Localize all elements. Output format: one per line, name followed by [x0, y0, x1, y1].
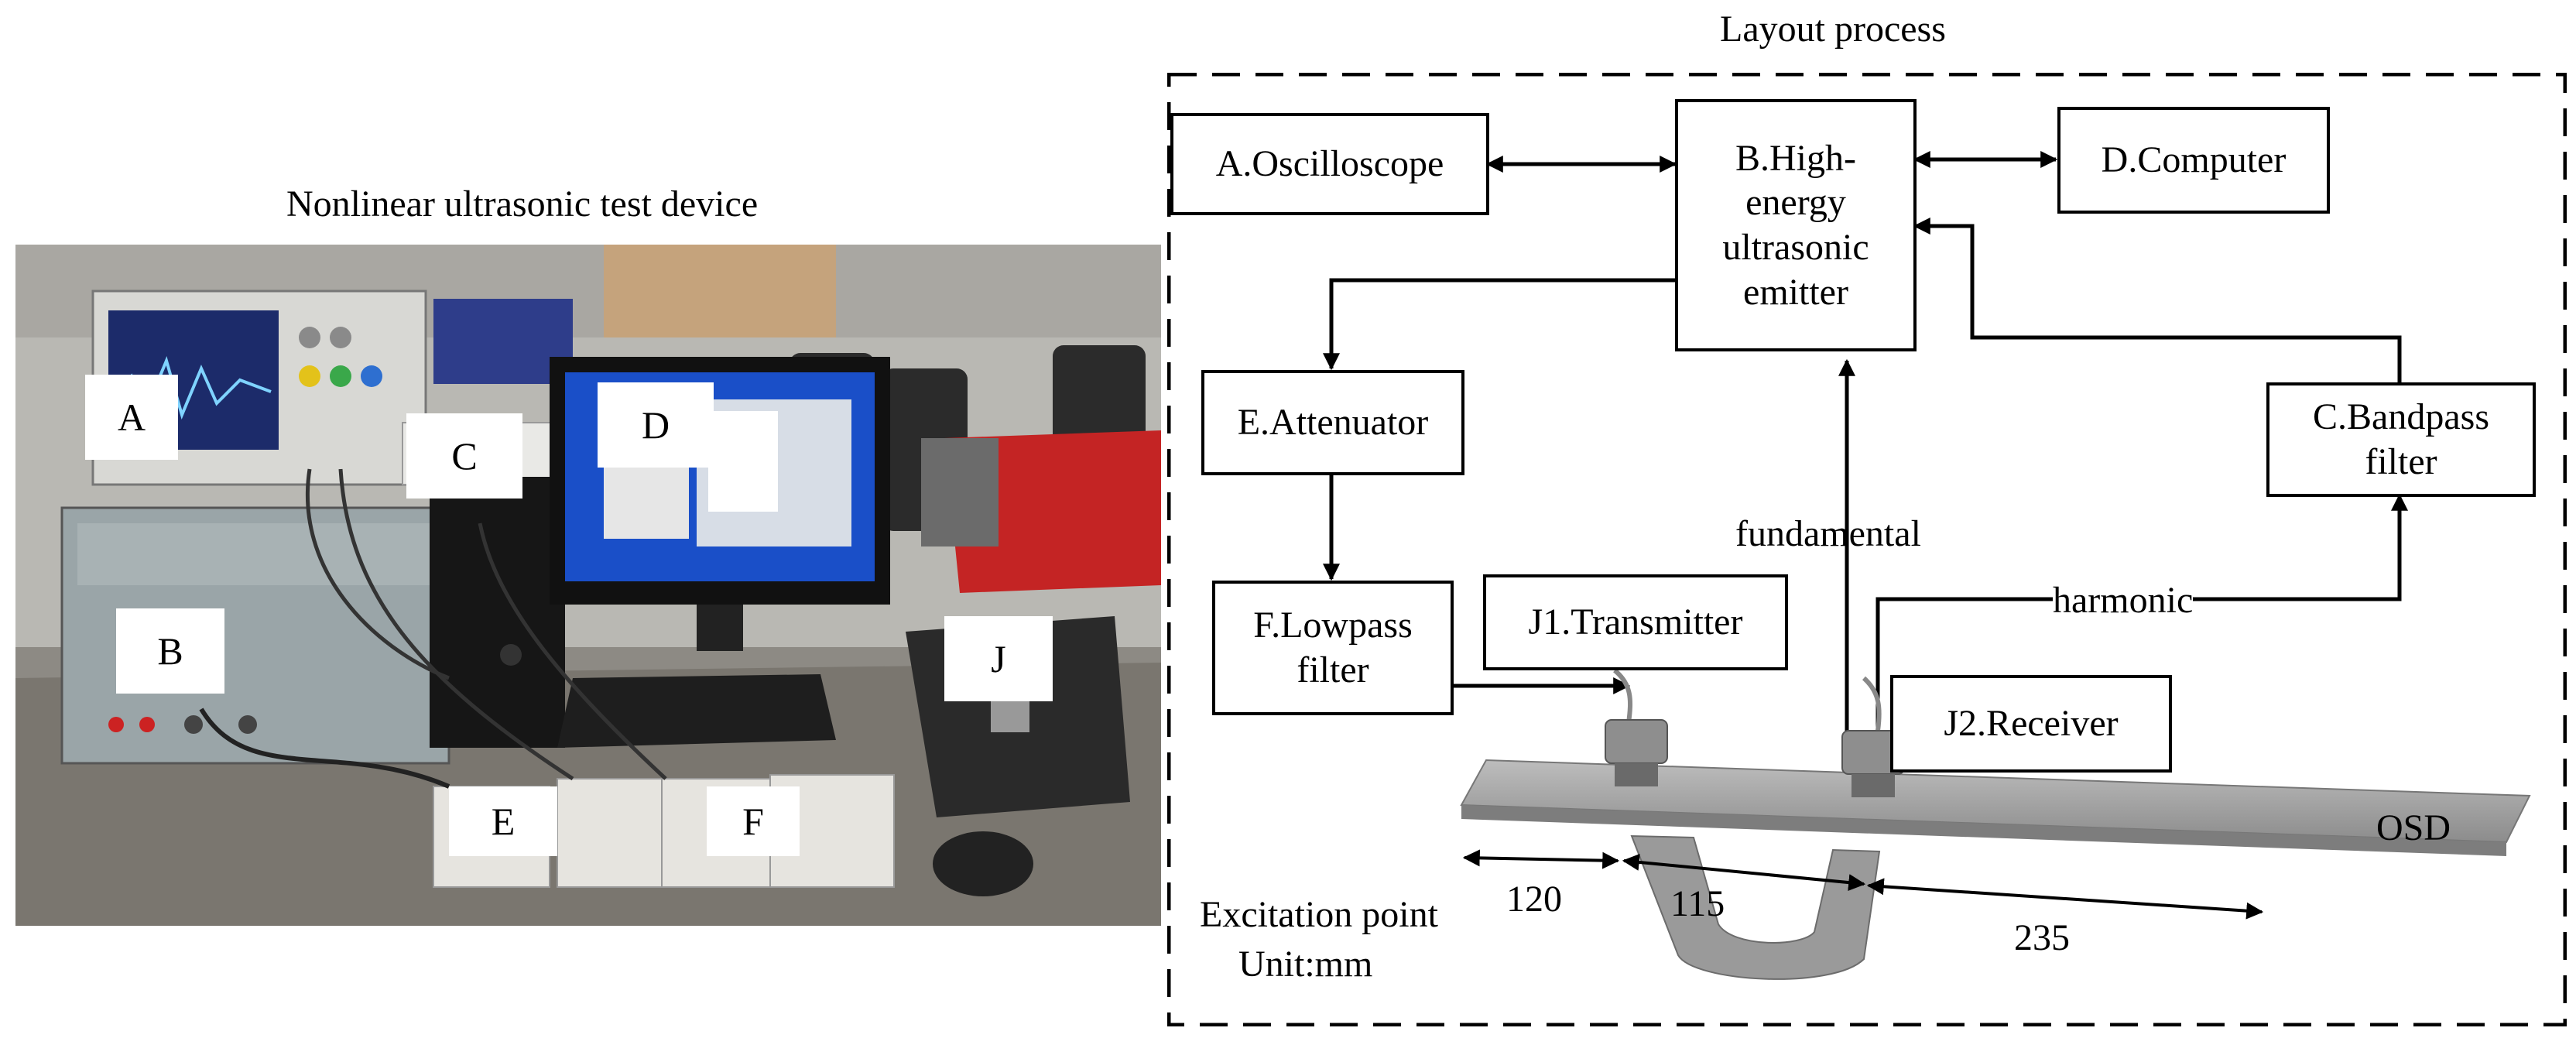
transmitter-box: J1.Transmitter	[1483, 574, 1788, 670]
photo-tag-j: J	[944, 616, 1053, 701]
unit-label: Unit:mm	[1238, 944, 1373, 985]
photo-illustration	[15, 245, 1161, 926]
dimension-120: 120	[1506, 879, 1562, 920]
osd-label: OSD	[2376, 807, 2451, 848]
computer-box: D.Computer	[2057, 107, 2330, 214]
layout-diagram: A.Oscilloscope B.High-energy ultrasonic …	[1167, 73, 2567, 1026]
harmonic-label: harmonic	[2053, 579, 2194, 622]
excitation-point-label: Excitation point	[1200, 894, 1438, 935]
dimension-115: 115	[1670, 883, 1725, 924]
emitter-box: B.High-energy ultrasonic emitter	[1675, 99, 1917, 351]
layout-title: Layout process	[1720, 9, 1946, 50]
receiver-box: J2.Receiver	[1890, 675, 2172, 773]
photo-tag-d: D	[598, 382, 714, 468]
photo-tag-e: E	[449, 786, 557, 856]
oscilloscope-box: A.Oscilloscope	[1170, 113, 1489, 215]
attenuator-box: E.Attenuator	[1201, 370, 1464, 475]
photo-tag-f: F	[707, 786, 800, 856]
transmitter-probe	[1605, 719, 1668, 764]
test-device-photo: A B C D E F J	[15, 245, 1161, 926]
diagram-connectors	[1167, 73, 2567, 1026]
bandpass-filter-box: C.Bandpass filter	[2266, 382, 2536, 497]
photo-tag-a: A	[85, 375, 178, 460]
photo-tag-c: C	[406, 413, 522, 499]
dashed-frame	[1167, 73, 2567, 1026]
lowpass-filter-box: F.Lowpass filter	[1212, 581, 1454, 715]
photo-title: Nonlinear ultrasonic test device	[286, 183, 759, 224]
fundamental-label: fundamental	[1735, 513, 1921, 554]
photo-tag-b: B	[116, 608, 224, 694]
u-rib	[1630, 834, 1881, 980]
dimension-235: 235	[2014, 917, 2070, 958]
